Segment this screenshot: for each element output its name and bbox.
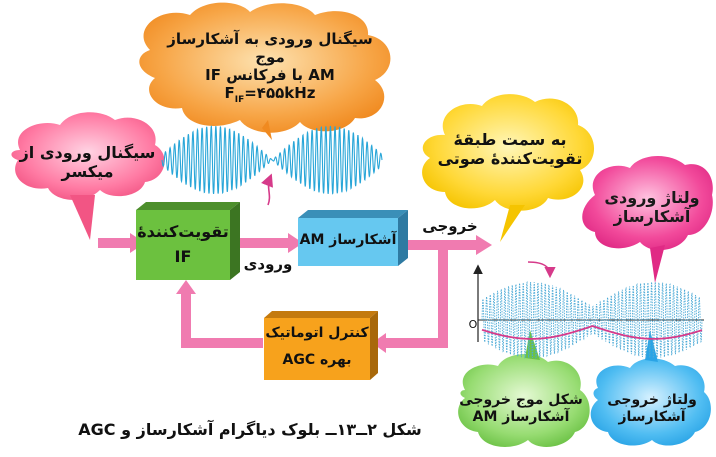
detector-output-line1: ولتاژ خروجی: [607, 392, 697, 408]
am-wave-line: [161, 125, 383, 195]
cloud-detector-output-voltage: [590, 330, 711, 446]
if-amplifier-label: تقویت‌کنندهٔ IF: [136, 222, 230, 266]
am-input-line2: AM با فرکانس IF: [205, 66, 335, 84]
if-to-detector-arrow: [232, 238, 290, 248]
freq-value: =۴۵۵kHz: [244, 84, 316, 102]
cloud-detector-input-text: ولتاژ ورودی آشکارساز: [590, 188, 714, 226]
to-audio-line1: به سمت طبقهٔ: [453, 130, 567, 149]
am-input-waveform: [161, 125, 383, 195]
cloud-output-waveform: [458, 330, 590, 447]
agc-control-block: [264, 311, 378, 380]
cloud-detector-input-voltage: [582, 155, 713, 283]
cloud-to-audio: [422, 94, 595, 242]
graph-pointer-arrow: [527, 261, 556, 279]
cloud-to-audio-text: به سمت طبقهٔ تقویت‌کنندهٔ صوتی: [425, 130, 595, 168]
am-input-line1: سیگنال ورودی به آشکارساز موج: [167, 30, 373, 66]
mixer-to-if-arrow: [98, 238, 130, 248]
cloud-am-input-text: سیگنال ورودی به آشکارساز موج AM با فرکان…: [150, 30, 390, 106]
freq-symbol: F: [224, 84, 235, 102]
waveform-pointer-arrow: [261, 173, 273, 206]
input-word-label: ورودی: [243, 255, 293, 273]
figure-caption: شکل ۲ــ۱۳ــ بلوک دیاگرام آشکارساز و AGC: [78, 420, 422, 439]
agc-line2: بهره AGC: [282, 351, 352, 368]
freq-subscript: IF: [234, 95, 245, 105]
cloud-mixer-input: [11, 112, 165, 240]
cloud-mixer-input-text: سیگنال ورودی از میکسر: [10, 143, 165, 181]
agc-to-if-horizontal: [181, 338, 263, 348]
to-agc-arrow: [382, 338, 448, 348]
detector-input-carrier: [481, 280, 703, 360]
agc-feedback-vertical: [438, 245, 448, 347]
cloud-am-input: [139, 2, 391, 140]
if-amp-line1: تقویت‌کنندهٔ: [137, 222, 229, 241]
cloud-output-waveform-text: شکل موج خروجی آشکارساز AM: [455, 392, 587, 426]
output-word-label: خروجی: [422, 217, 478, 235]
agc-line1: کنترل اتوماتیک: [265, 325, 369, 341]
if-amp-line2: IF: [174, 247, 192, 267]
agc-to-if-vertical: [181, 292, 191, 348]
output-graph: [473, 264, 704, 360]
mixer-input-line1: سیگنال ورودی از: [19, 143, 156, 162]
am-input-line3: FIF=۴۵۵kHz: [150, 84, 390, 106]
agc-control-label: کنترل اتوماتیک بهره AGC: [264, 325, 370, 369]
am-detector-block: [298, 210, 408, 266]
mixer-input-line2: میکسر: [61, 162, 114, 182]
to-audio-line2: تقویت‌کنندهٔ صوتی: [437, 149, 583, 169]
detector-input-line1: ولتاژ ورودی: [604, 188, 700, 207]
carrier-wave-line: [481, 280, 703, 360]
output-waveform-line2: آشکارساز AM: [472, 408, 570, 425]
detector-output-envelope: [481, 325, 703, 340]
detector-output-line2: آشکارساز: [618, 408, 686, 425]
output-waveform-line1: شکل موج خروجی: [459, 392, 583, 408]
cloud-detector-output-text: ولتاژ خروجی آشکارساز: [590, 392, 714, 426]
if-amplifier-block: [136, 202, 240, 280]
signal-path: [98, 233, 492, 353]
detector-input-line2: آشکارساز: [613, 207, 691, 227]
graph-origin-label: O: [468, 318, 478, 331]
am-detector-label: آشکارساز AM: [299, 232, 397, 248]
